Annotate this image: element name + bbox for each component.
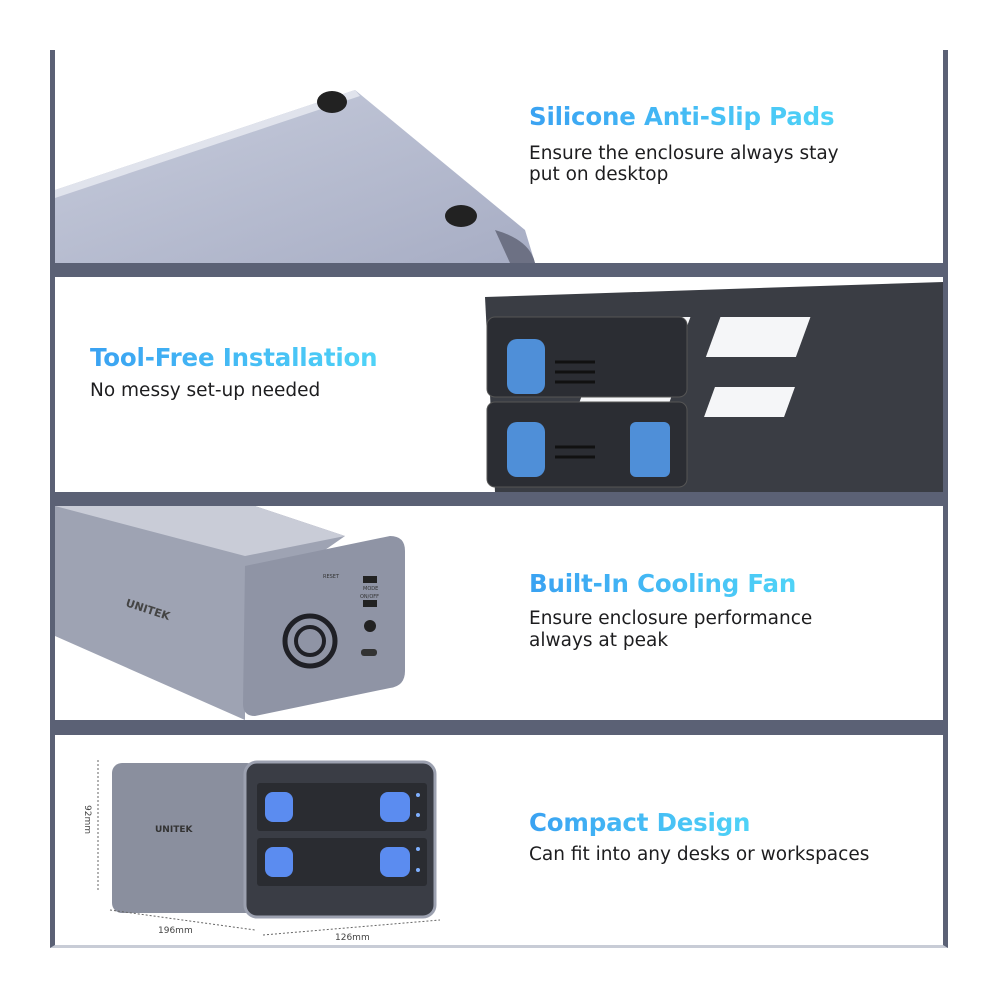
feature-description: Can fit into any desks or workspaces bbox=[529, 844, 870, 865]
section-compact-design: UNITEK 92mm 196mm 126mm Compact Design C… bbox=[55, 735, 943, 945]
divider bbox=[50, 492, 948, 506]
divider bbox=[50, 720, 948, 735]
feature-title: Tool-Free Installation bbox=[90, 343, 378, 372]
reset-label: RESET bbox=[323, 574, 340, 580]
section-cooling-fan: UNITEK RESET MODE ON/OFF Built-In Coolin… bbox=[55, 506, 943, 720]
drive-bay-image bbox=[485, 282, 943, 492]
power-label: ON/OFF bbox=[360, 594, 379, 600]
feature-title: Built-In Cooling Fan bbox=[529, 569, 797, 598]
enclosure-bottom-image bbox=[55, 90, 535, 263]
feature-description: Ensure the enclosure always stay bbox=[529, 143, 839, 164]
height-dimension: 92mm bbox=[82, 805, 92, 834]
feature-description: No messy set-up needed bbox=[90, 380, 321, 401]
divider bbox=[50, 263, 948, 277]
anti-slip-pad bbox=[317, 91, 347, 113]
enclosure-rear-image: UNITEK RESET MODE ON/OFF bbox=[55, 506, 405, 720]
depth-dimension: 196mm bbox=[158, 926, 193, 936]
enclosure-front-image: UNITEK 92mm 196mm 126mm bbox=[82, 760, 441, 943]
feature-title: Compact Design bbox=[529, 808, 751, 837]
anti-slip-pad bbox=[445, 205, 477, 227]
section-tool-free: Tool-Free Installation No messy set-up n… bbox=[55, 277, 943, 492]
feature-title: Silicone Anti-Slip Pads bbox=[529, 102, 835, 131]
brand-logo: UNITEK bbox=[155, 825, 193, 835]
feature-description: Ensure enclosure performance bbox=[529, 608, 813, 629]
feature-description: put on desktop bbox=[529, 164, 669, 185]
feature-description: always at peak bbox=[529, 630, 669, 651]
width-dimension: 126mm bbox=[335, 933, 370, 943]
section-anti-slip: Silicone Anti-Slip Pads Ensure the enclo… bbox=[55, 50, 943, 263]
mode-label: MODE bbox=[363, 586, 378, 592]
